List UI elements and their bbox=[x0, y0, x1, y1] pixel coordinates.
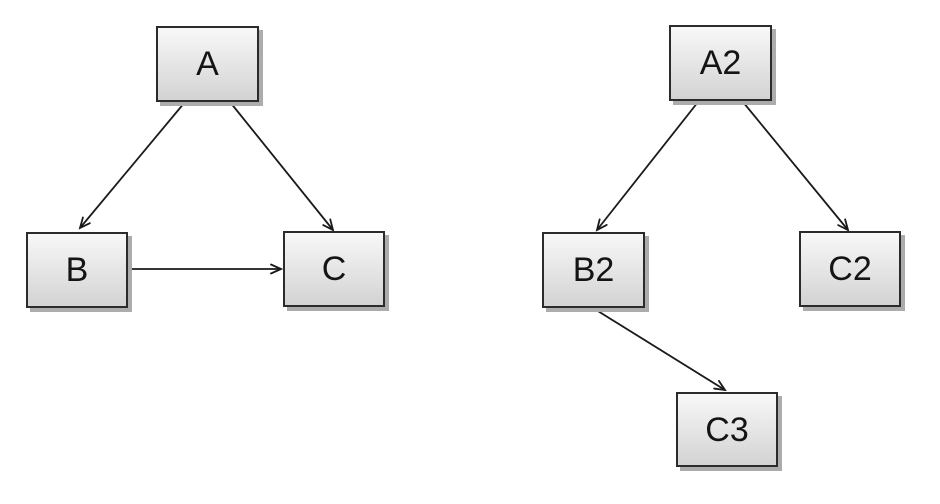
node-B2[interactable]: B2 bbox=[542, 232, 645, 308]
node-label-C: C bbox=[321, 250, 347, 288]
node-label-A: A bbox=[196, 45, 219, 83]
node-label-B2: B2 bbox=[572, 251, 615, 289]
node-label-B: B bbox=[65, 251, 89, 289]
node-C2[interactable]: C2 bbox=[799, 231, 901, 307]
node-A2[interactable]: A2 bbox=[669, 25, 772, 101]
node-label-C3: C3 bbox=[705, 410, 749, 449]
node-label-A2: A2 bbox=[699, 44, 742, 82]
edge-A2-C2 bbox=[742, 101, 848, 230]
edge-A2-B2 bbox=[597, 101, 699, 230]
node-C[interactable]: C bbox=[283, 231, 385, 307]
edge-A-C bbox=[229, 101, 333, 230]
edge-B2-C3 bbox=[592, 307, 725, 390]
edges-group bbox=[80, 101, 848, 390]
edge-A-B bbox=[80, 101, 186, 228]
node-A[interactable]: A bbox=[156, 26, 259, 102]
node-B[interactable]: B bbox=[26, 232, 128, 308]
node-C3[interactable]: C3 bbox=[676, 392, 778, 467]
node-label-C2: C2 bbox=[828, 250, 872, 288]
